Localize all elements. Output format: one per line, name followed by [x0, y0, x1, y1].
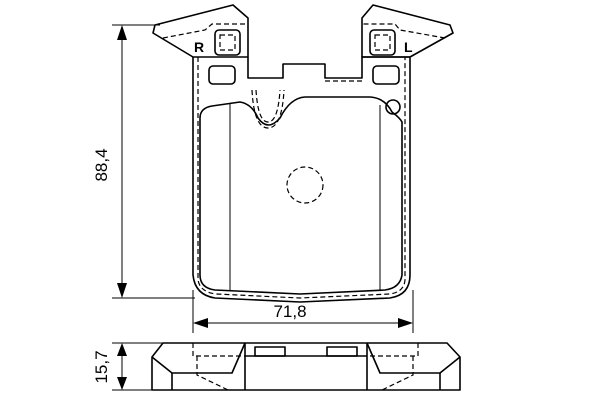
- right-window: [372, 65, 400, 85]
- side-mark-left: R: [194, 39, 204, 55]
- width-label: 71,8: [273, 302, 306, 321]
- backing-plate: [192, 56, 411, 303]
- height-label: 88,4: [92, 148, 111, 181]
- thickness-dimension: 15,7: [92, 342, 163, 391]
- thickness-label: 15,7: [92, 350, 111, 383]
- side-view: [151, 342, 461, 391]
- friction-material: [199, 96, 403, 295]
- hole: [385, 99, 401, 115]
- top-view: R L: [152, 4, 454, 303]
- width-dimension: 71,8: [192, 290, 414, 333]
- height-dimension: 88,4: [92, 24, 195, 299]
- center-circle: [286, 166, 324, 204]
- side-mark-right: L: [404, 39, 413, 55]
- left-window: [208, 65, 236, 85]
